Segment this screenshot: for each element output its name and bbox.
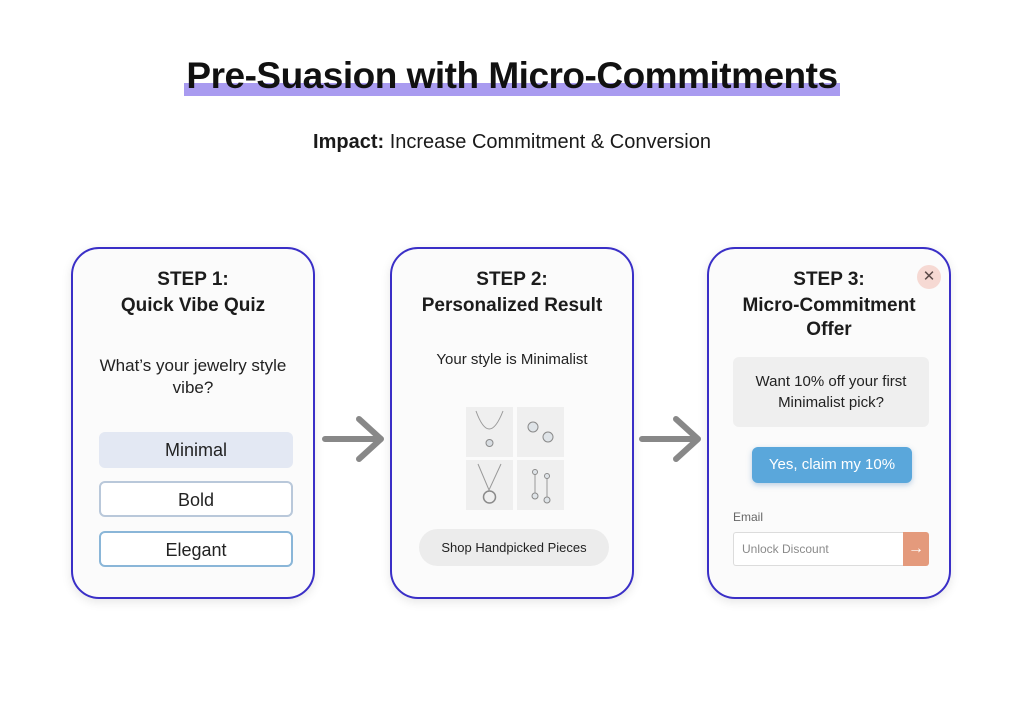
impact-label: Impact: xyxy=(313,131,385,153)
earrings-icon xyxy=(527,421,554,443)
quiz-option-bold[interactable]: Bold xyxy=(99,481,293,517)
necklace-icon xyxy=(475,410,504,447)
step-label: STEP 2: xyxy=(476,269,548,290)
offer-text: Want 10% off your first Minimalist pick? xyxy=(755,373,907,411)
quiz-option-elegant[interactable]: Elegant xyxy=(99,531,293,567)
claim-discount-button[interactable]: Yes, claim my 10% xyxy=(752,447,912,483)
arrow-right-icon[interactable]: → xyxy=(903,532,929,566)
step-label: STEP 1: xyxy=(157,269,229,290)
offer-box: Want 10% off your first Minimalist pick? xyxy=(733,357,929,427)
arrow-right-icon xyxy=(639,416,701,462)
product-necklace-pendant[interactable] xyxy=(466,407,513,457)
quiz-option-minimal[interactable]: Minimal xyxy=(99,432,293,468)
step-2-card: STEP 2: Personalized Result Your style i… xyxy=(390,247,634,599)
step-title: Personalized Result xyxy=(421,295,603,316)
step-title: Quick Vibe Quiz xyxy=(120,295,266,316)
product-stud-earrings[interactable] xyxy=(517,407,564,457)
step-title: Micro-Commitment Offer xyxy=(742,295,916,340)
email-field[interactable] xyxy=(733,532,903,566)
step-label: STEP 3: xyxy=(793,269,865,290)
step-1-card: STEP 1: Quick Vibe Quiz What’s your jewe… xyxy=(71,247,315,599)
earrings-icon xyxy=(531,469,551,504)
email-label: Email xyxy=(733,510,764,524)
impact-text: Increase Commitment & Conversion xyxy=(389,131,711,153)
arrow-right-icon xyxy=(322,416,384,462)
product-ring-pendant-necklace[interactable] xyxy=(466,460,513,510)
style-result: Your style is Minimalist xyxy=(436,351,588,368)
close-icon[interactable]: ✕ xyxy=(917,265,941,289)
necklace-icon xyxy=(477,463,502,504)
shop-handpicked-button[interactable]: Shop Handpicked Pieces xyxy=(419,529,609,566)
step-3-card: ✕ STEP 3: Micro-Commitment Offer Want 10… xyxy=(707,247,951,599)
product-drop-earrings[interactable] xyxy=(517,460,564,510)
impact-line: Impact: Increase Commitment & Conversion xyxy=(0,131,1024,154)
quiz-question: What’s your jewelry style vibe? xyxy=(99,356,287,397)
page-title: Pre-Suasion with Micro-Commitments xyxy=(184,55,840,96)
product-grid xyxy=(466,407,564,510)
